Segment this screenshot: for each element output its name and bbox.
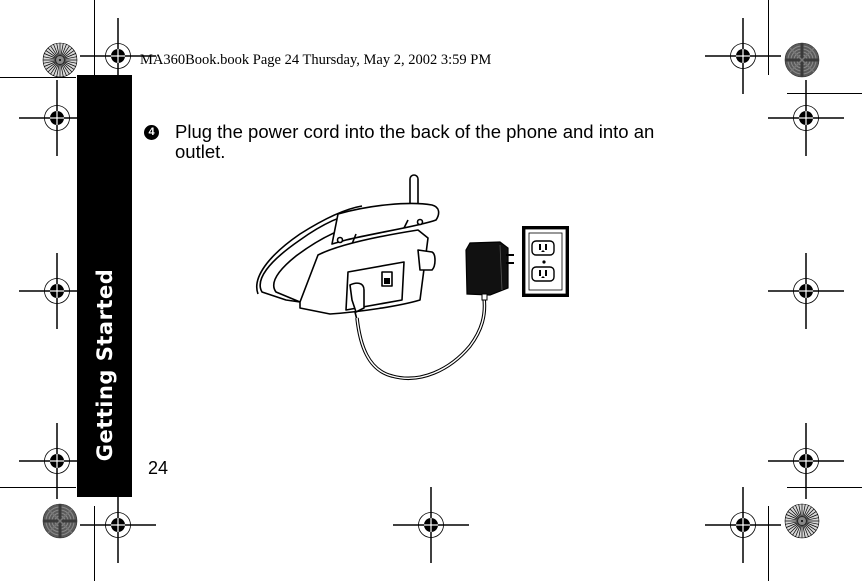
print-header: MA360Book.book Page 24 Thursday, May 2, … [140,52,492,68]
power-adapter-icon [465,241,514,301]
crop-line [787,93,862,94]
crop-line [0,77,76,78]
section-tab: Getting Started [77,75,132,497]
phone-base-icon [256,174,440,321]
instruction-step: 4 Plug the power cord into the back of t… [144,121,706,162]
crop-line [94,0,95,75]
step-number-badge: 4 [144,125,159,140]
crop-line [768,506,769,581]
instruction-text: Plug the power cord into the back of the… [175,121,655,162]
crop-line [768,0,769,75]
crop-line [94,506,95,581]
page-number: 24 [148,458,169,478]
wall-outlet-icon [522,226,569,297]
crop-line [0,487,76,488]
crop-line [787,487,862,488]
power-cord [355,297,487,381]
